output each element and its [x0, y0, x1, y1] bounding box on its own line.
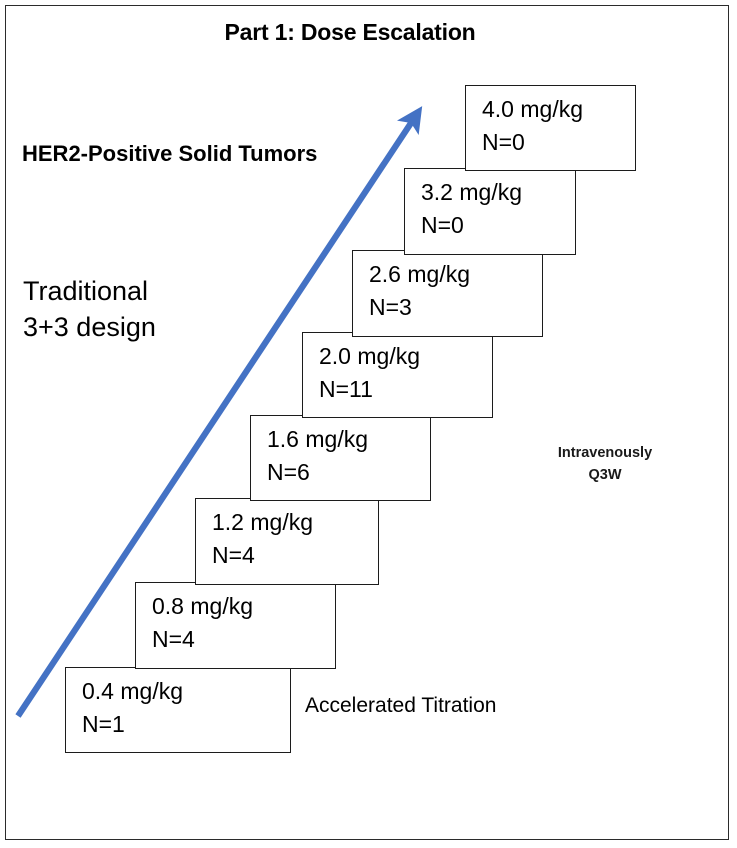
patient-count-text: N=1: [82, 710, 125, 737]
patient-count-text: N=0: [421, 211, 464, 238]
administration-route-label: Intravenously Q3W: [505, 443, 705, 487]
dose-amount-text: 0.8 mg/kg: [152, 593, 253, 619]
cohort-population-label: HER2-Positive Solid Tumors: [22, 141, 318, 166]
trial-design-label: Traditional 3+3 design: [23, 274, 313, 346]
trial-design-line-1: Traditional: [23, 276, 149, 306]
dose-amount-text: 1.2 mg/kg: [212, 509, 313, 535]
dose-amount-text: 3.2 mg/kg: [421, 179, 522, 205]
dose-amount-text: 4.0 mg/kg: [482, 96, 583, 122]
patient-count-text: N=0: [482, 128, 525, 155]
patient-count-text: N=4: [212, 541, 255, 568]
dose-amount-text: 2.0 mg/kg: [319, 343, 420, 369]
page-title: Part 1: Dose Escalation: [224, 19, 476, 45]
patient-count-text: N=3: [369, 293, 412, 320]
dose-amount-text: 1.6 mg/kg: [267, 426, 368, 452]
dose-amount-text: 0.4 mg/kg: [82, 678, 183, 704]
trial-design-line-2: 3+3 design: [23, 311, 156, 342]
route-line-2: Q3W: [588, 466, 622, 483]
patient-count-text: N=4: [152, 625, 195, 652]
accelerated-titration-label: Accelerated Titration: [305, 694, 497, 717]
patient-count-text: N=11: [319, 375, 373, 402]
route-line-1: Intravenously: [557, 445, 653, 461]
dose-amount-text: 2.6 mg/kg: [369, 261, 470, 287]
patient-count-text: N=6: [267, 458, 310, 485]
